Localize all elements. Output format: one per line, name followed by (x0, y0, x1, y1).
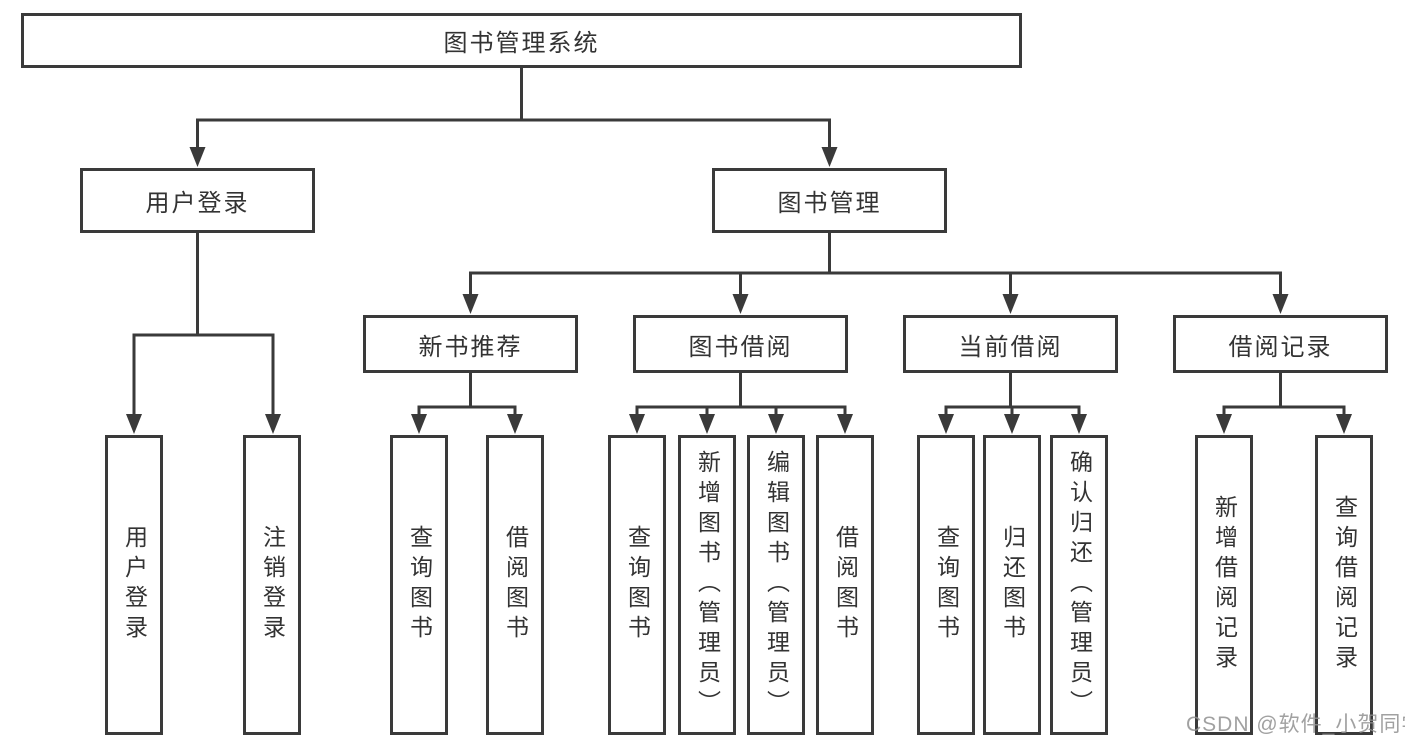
connector-root-to-level2 (196, 66, 831, 154)
node-records-add-record-label: 新增借阅记录 (1211, 495, 1238, 675)
connector-records-branch (1222, 371, 1346, 421)
node-borrow-borrow-books: 借阅图书 (816, 435, 874, 735)
node-root-label: 图书管理系统 (443, 30, 600, 57)
node-records-query-record-label: 查询借阅记录 (1331, 495, 1358, 675)
arrowhead (126, 414, 142, 434)
arrowhead (821, 147, 838, 167)
arrowhead (1272, 294, 1289, 314)
arrowhead (1004, 414, 1020, 434)
arrowhead (629, 414, 645, 434)
node-records-add-record: 新增借阅记录 (1195, 435, 1253, 735)
arrowhead (938, 414, 954, 434)
arrowhead (462, 294, 479, 314)
node-borrow-query-books-label: 查询图书 (624, 525, 651, 645)
arrowhead (699, 414, 715, 434)
node-current-return-books-label: 归还图书 (999, 525, 1026, 645)
node-recommend-borrow-books-label: 借阅图书 (502, 525, 529, 645)
connector-book-management-branch (469, 231, 1282, 301)
connector-recommend-branch (417, 371, 517, 421)
node-current-borrow: 当前借阅 (903, 315, 1118, 373)
connector-current-branch (944, 371, 1081, 421)
node-current-query-books-label: 查询图书 (933, 525, 960, 645)
node-current-confirm-return-admin-label: 确认归还（管理员） (1066, 450, 1093, 720)
node-recommend-query-books: 查询图书 (390, 435, 448, 735)
watermark: CSDN @软件_小贺同学 (1186, 713, 1405, 736)
node-logout-leaf: 注销登录 (243, 435, 301, 735)
node-root: 图书管理系统 (21, 13, 1022, 68)
node-new-book-recommend-label: 新书推荐 (418, 333, 523, 361)
arrowhead (265, 414, 281, 434)
arrowheads (126, 147, 1352, 434)
node-borrow-query-books: 查询图书 (608, 435, 666, 735)
arrowhead (1002, 294, 1019, 314)
node-recommend-borrow-books: 借阅图书 (486, 435, 544, 735)
connector-borrow-branch (635, 371, 847, 421)
node-borrow-records-label: 借阅记录 (1228, 333, 1333, 361)
arrowhead (837, 414, 853, 434)
node-user-login-leaf-label: 用户登录 (121, 525, 148, 645)
node-user-login-label: 用户登录 (145, 190, 250, 217)
node-current-return-books: 归还图书 (983, 435, 1041, 735)
arrowhead (1071, 414, 1087, 434)
arrowhead (768, 414, 784, 434)
node-borrow-add-books-admin-label: 新增图书（管理员） (694, 450, 721, 720)
arrowhead (189, 147, 206, 167)
node-borrow-records: 借阅记录 (1173, 315, 1388, 373)
node-recommend-query-books-label: 查询图书 (406, 525, 433, 645)
node-records-query-record: 查询借阅记录 (1315, 435, 1373, 735)
node-book-management: 图书管理 (712, 168, 947, 233)
node-current-borrow-label: 当前借阅 (958, 333, 1063, 361)
node-logout-leaf-label: 注销登录 (259, 525, 286, 645)
node-book-management-label: 图书管理 (777, 190, 882, 217)
node-book-borrow-label: 图书借阅 (688, 333, 793, 361)
node-new-book-recommend: 新书推荐 (363, 315, 578, 373)
arrowhead (507, 414, 523, 434)
arrowhead (411, 414, 427, 434)
arrowhead (1216, 414, 1232, 434)
node-borrow-borrow-books-label: 借阅图书 (832, 525, 859, 645)
node-user-login-leaf: 用户登录 (105, 435, 163, 735)
node-book-borrow: 图书借阅 (633, 315, 848, 373)
node-user-login: 用户登录 (80, 168, 315, 233)
node-borrow-add-books-admin: 新增图书（管理员） (678, 435, 736, 735)
arrowhead (732, 294, 749, 314)
node-current-confirm-return-admin: 确认归还（管理员） (1050, 435, 1108, 735)
arrowhead (1336, 414, 1352, 434)
node-borrow-edit-books-admin: 编辑图书（管理员） (747, 435, 805, 735)
connector-user-login-branch (132, 231, 275, 421)
node-current-query-books: 查询图书 (917, 435, 975, 735)
node-borrow-edit-books-admin-label: 编辑图书（管理员） (763, 450, 790, 720)
